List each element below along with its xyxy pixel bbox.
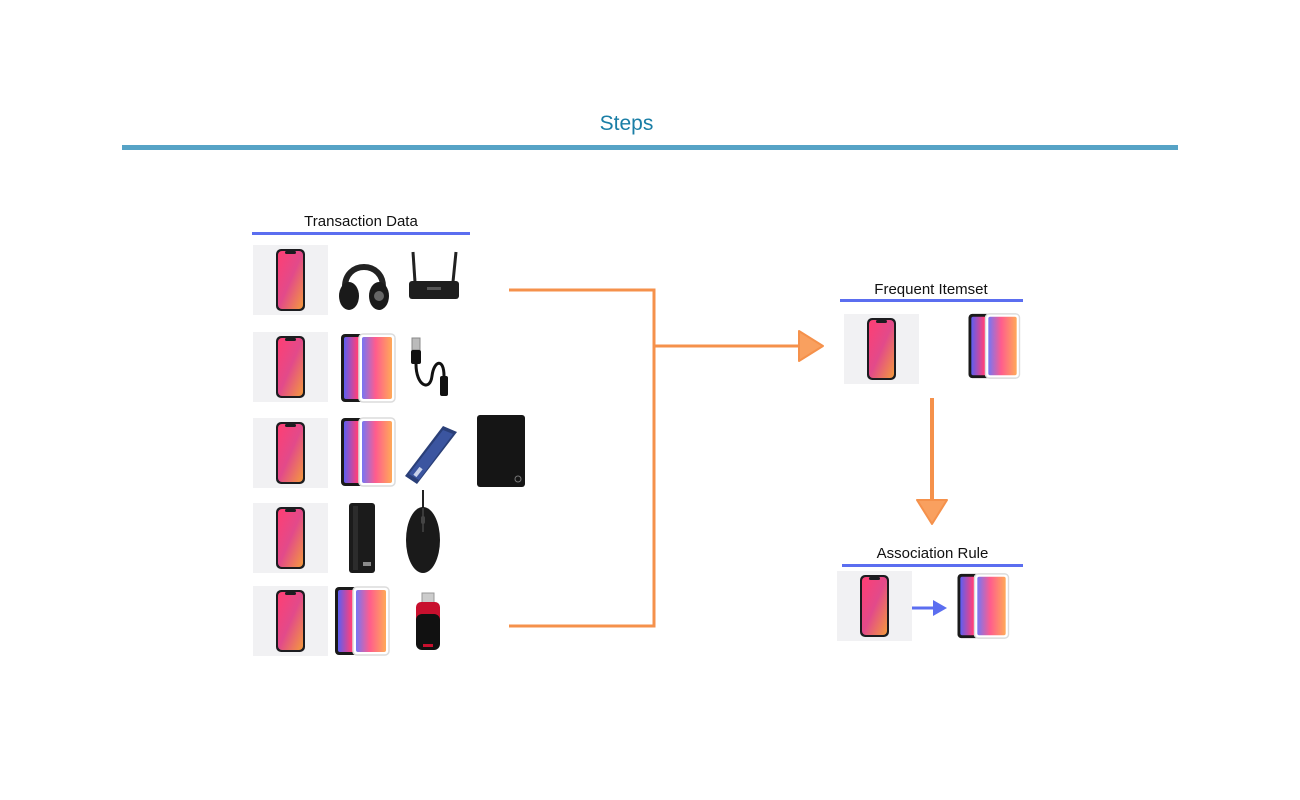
flow-arrowhead-right-icon: [798, 330, 824, 362]
title-divider: [122, 145, 1178, 150]
frequent-itemset-label: Frequent Itemset: [874, 281, 988, 298]
phone-case-icon: [403, 424, 461, 486]
flow-arrowhead-down-icon: [916, 499, 948, 525]
iphone-icon: [253, 586, 328, 656]
headphones-icon: [336, 246, 392, 314]
transaction-data-underline: [252, 232, 470, 235]
redmi-phone-icon: [966, 312, 1022, 380]
iphone-icon: [253, 418, 328, 488]
redmi-phone-icon: [339, 332, 397, 404]
frequent-itemset-underline: [840, 299, 1023, 302]
redmi-phone-icon: [339, 416, 397, 488]
usb-cable-icon: [410, 336, 454, 400]
redmi-phone-icon: [955, 572, 1011, 640]
wifi-router-icon: [407, 250, 461, 302]
redmi-phone-icon: [333, 585, 391, 657]
usb-flash-drive-icon: [413, 592, 443, 652]
external-hdd-icon: [476, 414, 526, 488]
transactions-bracket: [509, 288, 656, 628]
iphone-icon: [253, 332, 328, 402]
rule-arrowhead-icon: [933, 600, 947, 616]
transaction-data-label: Transaction Data: [304, 213, 418, 230]
association-rule-underline: [842, 564, 1023, 567]
iphone-icon: [253, 503, 328, 573]
page-title: Steps: [599, 112, 654, 135]
iphone-icon: [844, 314, 919, 384]
iphone-icon: [253, 245, 328, 315]
power-bank-icon: [345, 502, 379, 574]
association-rule-label: Association Rule: [876, 545, 989, 562]
mouse-icon: [404, 488, 442, 576]
iphone-icon: [837, 571, 912, 641]
